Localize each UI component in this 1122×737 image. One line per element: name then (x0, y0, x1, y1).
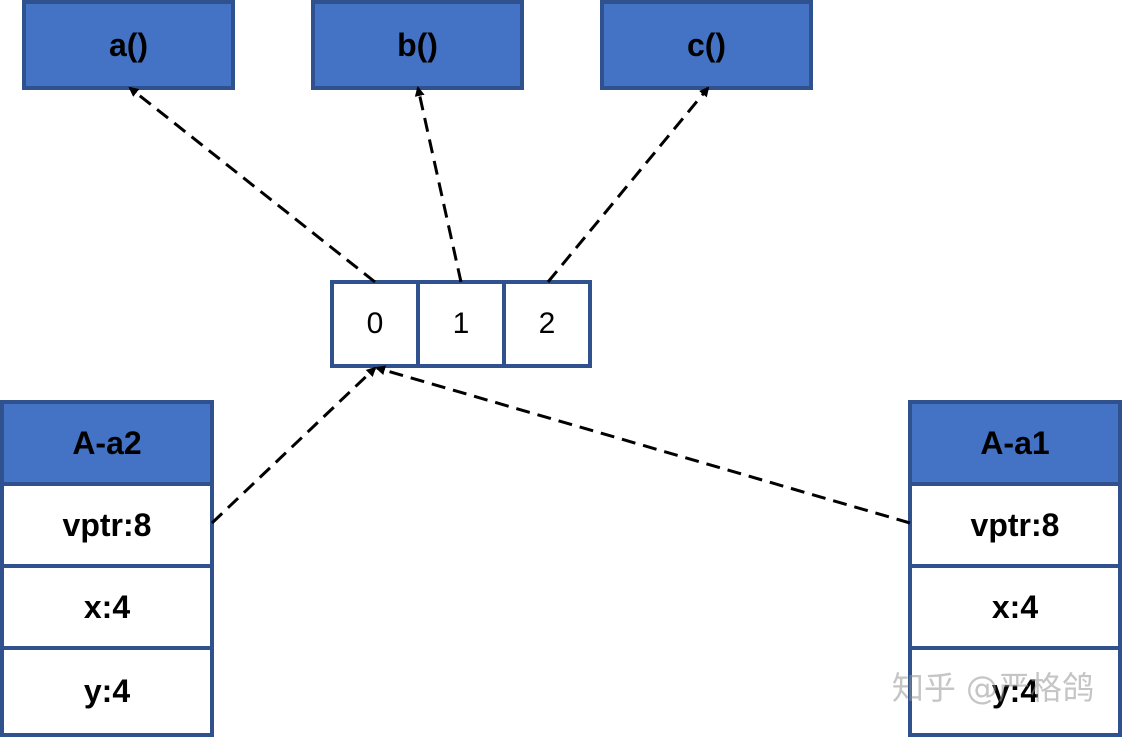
function-box-c: c() (600, 0, 813, 90)
vtable-index: 0 (366, 307, 384, 340)
function-label: b() (397, 26, 438, 63)
arrow-left-vptr-to-vtable (210, 366, 377, 525)
field-label: vptr:8 (970, 506, 1060, 543)
field-label: y:4 (991, 673, 1039, 709)
field-label: y:4 (83, 673, 131, 709)
object-left-y-row: y:4 (0, 646, 214, 737)
vtable-slot-2: 2 (502, 280, 592, 368)
field-label: x:4 (991, 588, 1039, 625)
object-right-vptr-row: vptr:8 (908, 482, 1122, 568)
function-label: c() (686, 26, 727, 63)
arrow-right-vptr-to-vtable (375, 365, 911, 525)
function-box-a: a() (22, 0, 235, 90)
object-title: A-a2 (72, 424, 142, 461)
watermark: 知乎 @严格鸽 (891, 669, 1094, 707)
arrow-slot2-to-c (546, 86, 710, 283)
function-label: a() (108, 26, 149, 63)
vtable-index: 2 (538, 307, 556, 340)
object-right-y-row: y:4 (908, 646, 1122, 737)
arrow-slot0-to-a (128, 86, 376, 284)
arrow-slot1-to-b (414, 86, 463, 283)
object-right-x-row: x:4 (908, 564, 1122, 650)
object-title: A-a1 (980, 424, 1050, 461)
vtable-slot-1: 1 (416, 280, 506, 368)
object-left-header: A-a2 (0, 400, 214, 486)
field-label: x:4 (83, 588, 131, 625)
object-left-vptr-row: vptr:8 (0, 482, 214, 568)
field-label: vptr:8 (62, 506, 152, 543)
vtable-index: 1 (452, 307, 470, 340)
object-left-x-row: x:4 (0, 564, 214, 650)
